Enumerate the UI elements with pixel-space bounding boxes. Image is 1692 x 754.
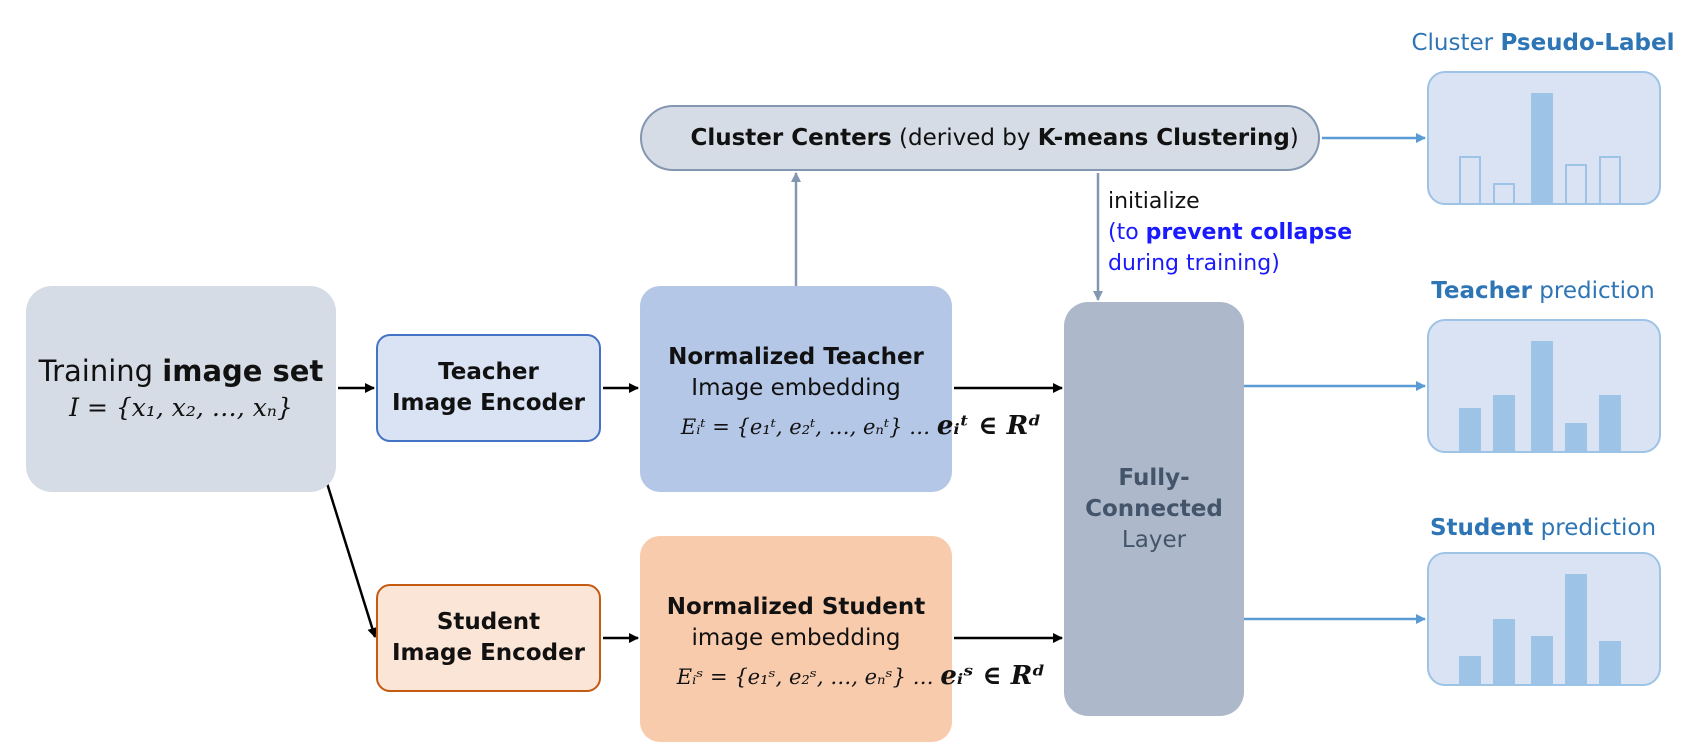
- student-prediction-chart: [1427, 552, 1661, 686]
- student-embedding-title: Normalized Student: [666, 594, 926, 620]
- pseudo-bar-5: [1599, 156, 1621, 203]
- student-embedding-subtitle: image embedding: [691, 625, 901, 651]
- teacher-embedding-formula: Eᵢᵗ = {e₁ᵗ, e₂ᵗ, …, eₙᵗ} … eᵢᵗ ∈ Rᵈ: [680, 411, 1042, 441]
- training-label: Training image set: [38, 354, 324, 388]
- initialize-line1: initialize: [1108, 189, 1200, 214]
- fc-line1: Fully-: [1118, 464, 1190, 491]
- teacher-embedding-node: Normalized Teacher Image embedding Eᵢᵗ =…: [640, 286, 1041, 492]
- student-encoder-line2: Image Encoder: [391, 640, 586, 666]
- cluster-label: Cluster Centers (derived by K-means Clus…: [690, 125, 1299, 151]
- student-embedding-node: Normalized Student image embedding Eᵢˢ =…: [640, 536, 1045, 742]
- training-formula: I = {x₁, x₂, …, xₙ}: [69, 393, 293, 422]
- teacher-bar-5: [1599, 395, 1621, 451]
- teacher-bar-3: [1531, 341, 1553, 451]
- teacher-prediction-title: Teacher prediction: [1431, 278, 1655, 304]
- initialize-line2: (to prevent collapse: [1108, 220, 1353, 245]
- student-bar-4: [1565, 574, 1587, 684]
- student-encoder-line1: Student: [436, 609, 541, 635]
- teacher-image-encoder-node: Teacher Image Encoder: [376, 334, 601, 442]
- teacher-bar-1: [1459, 408, 1481, 451]
- arrow-training-to-student-encoder: [324, 479, 378, 638]
- teacher-embedding-subtitle: Image embedding: [691, 375, 901, 401]
- teacher-bar-4: [1565, 423, 1587, 451]
- cluster-centers-node: Cluster Centers (derived by K-means Clus…: [640, 105, 1320, 171]
- teacher-embedding-title: Normalized Teacher: [668, 344, 924, 370]
- student-bar-1: [1459, 656, 1481, 684]
- fully-connected-layer-node: Fully- Connected Layer: [1064, 302, 1244, 716]
- student-bar-5: [1599, 641, 1621, 684]
- pseudo-label-title: Cluster Pseudo-Label: [1411, 30, 1675, 56]
- teacher-encoder-line1: Teacher: [438, 359, 539, 385]
- teacher-bar-2: [1493, 395, 1515, 451]
- pseudo-bar-3: [1531, 93, 1553, 203]
- pseudo-bar-2: [1493, 183, 1515, 203]
- initialize-line3: during training): [1108, 251, 1280, 276]
- student-bar-2: [1493, 619, 1515, 684]
- fc-line3: Layer: [1121, 526, 1187, 553]
- pseudo-label-chart: [1427, 71, 1661, 205]
- student-bar-3: [1531, 636, 1553, 684]
- student-prediction-title: Student prediction: [1429, 515, 1657, 541]
- teacher-prediction-chart: [1427, 319, 1661, 453]
- student-image-encoder-node: Student Image Encoder: [376, 584, 601, 692]
- pseudo-bar-1: [1459, 156, 1481, 203]
- initialize-annotation: initialize (to prevent collapse during t…: [1108, 186, 1352, 279]
- teacher-encoder-line2: Image Encoder: [391, 390, 586, 416]
- pseudo-bar-4: [1565, 164, 1587, 203]
- training-image-set-node: Training image set I = {x₁, x₂, …, xₙ}: [26, 286, 336, 492]
- student-embedding-formula: Eᵢˢ = {e₁ˢ, e₂ˢ, …, eₙˢ} … eᵢˢ ∈ Rᵈ: [676, 661, 1046, 691]
- fc-line2: Connected: [1085, 495, 1223, 522]
